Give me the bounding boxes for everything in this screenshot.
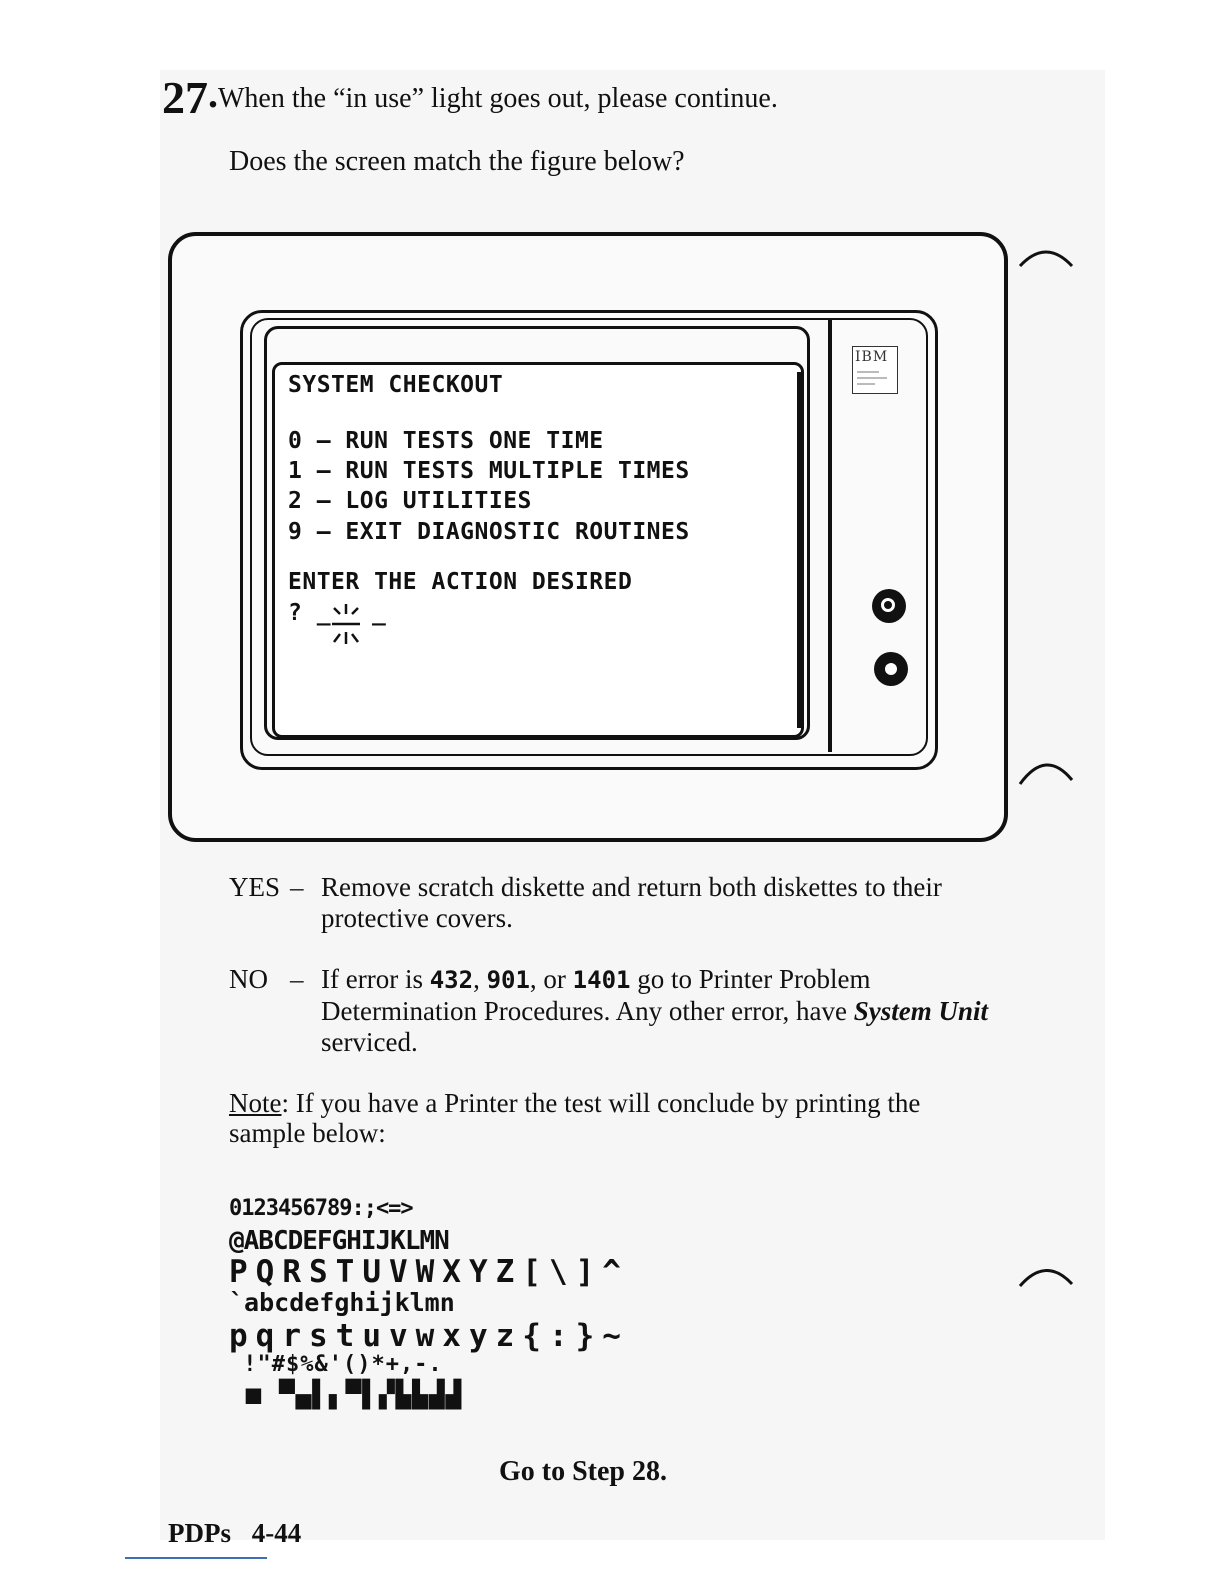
sample-line-lowercase-2: pqrstuvwxyz{:}~ [229, 1318, 629, 1354]
error-code-432: 432 [429, 966, 474, 994]
sample-line-digits: 0123456789:;<=> [229, 1196, 414, 1221]
binder-ring-top-icon [1018, 250, 1074, 268]
no-text: If error is 432, 901, or 1401 go to Prin… [321, 964, 1001, 1058]
logo-fine-print-icon [857, 371, 887, 385]
sample-line-uppercase-2: PQRSTUVWXYZ[\]^ [229, 1254, 629, 1290]
step-heading: 27.When the “in use” light goes out, ple… [162, 70, 778, 124]
prompt-trailing: _ [372, 600, 387, 626]
monitor-bezel-outer [240, 310, 938, 770]
step-dot: . [208, 71, 218, 116]
power-knob-ring [881, 598, 895, 612]
sample-line-graphics: ■ ▀▄▌▖▀▌▞▙▙▟▟ [229, 1380, 463, 1410]
menu-item-log-utilities: 2 – LOG UTILITIES [288, 488, 532, 514]
no-text-emphasis: System Unit [853, 996, 989, 1026]
footer-page-number: 4-44 [251, 1518, 302, 1548]
error-code-901: 901 [486, 966, 530, 994]
footer-rule [125, 1557, 267, 1559]
question-text: Does the screen match the figure below? [229, 146, 685, 177]
no-text-pre: If error is [321, 964, 430, 994]
page-footer: PDPs 4-44 [168, 1518, 301, 1549]
step-instruction: When the “in use” light goes out, please… [218, 83, 778, 114]
prompt-label: ENTER THE ACTION DESIRED [288, 569, 633, 595]
no-text-mid: go to Printer Problem Determination Proc… [321, 964, 871, 1026]
power-knob-icon [872, 589, 906, 623]
menu-item-exit: 9 – EXIT DIAGNOSTIC ROUTINES [288, 519, 690, 545]
monitor-bezel-inner [250, 318, 928, 756]
monitor-panel-divider [828, 320, 832, 752]
error-code-1401: 1401 [572, 966, 631, 994]
ibm-logo: IBM [852, 346, 898, 394]
no-sep-1: , [473, 964, 487, 994]
ibm-logo-text: IBM [855, 349, 889, 365]
no-dash: – [290, 964, 304, 994]
footer-section: PDPs [168, 1518, 231, 1548]
goto-next-step: Go to Step 28. [499, 1456, 667, 1487]
sample-line-symbols: !"#$%&'()*+,-. [229, 1352, 443, 1377]
sample-line-lowercase-1: `abcdefghijklmn [229, 1288, 455, 1317]
screen-frame [264, 326, 810, 740]
screen-title: SYSTEM CHECKOUT [288, 372, 504, 398]
yes-dash: – [290, 872, 304, 902]
no-sep-2: , or [529, 964, 573, 994]
binder-ring-bottom-icon [1018, 1269, 1074, 1287]
note: Note: If you have a Printer the test wil… [229, 1088, 989, 1148]
binder-ring-middle-icon [1018, 763, 1074, 785]
contrast-knob-icon [874, 652, 908, 686]
contrast-knob-dot [885, 663, 897, 675]
yes-text: Remove scratch diskette and return both … [321, 872, 942, 933]
no-label: NO [229, 964, 268, 994]
note-text: : If you have a Printer the test will co… [229, 1088, 921, 1148]
step-number: 27 [162, 72, 208, 123]
no-text-post: serviced. [321, 1027, 418, 1057]
prompt-input: ? _ [288, 600, 332, 626]
screen-shadow [797, 372, 803, 728]
crt-screen [272, 362, 804, 738]
blinking-cursor-icon [332, 604, 360, 644]
sample-line-uppercase-1: @ABCDEFGHIJKLMN [229, 1226, 450, 1256]
menu-item-run-once: 0 – RUN TESTS ONE TIME [288, 428, 604, 454]
note-label: Note [229, 1088, 282, 1118]
menu-item-run-multiple: 1 – RUN TESTS MULTIPLE TIMES [288, 458, 690, 484]
yes-label: YES [229, 872, 281, 902]
